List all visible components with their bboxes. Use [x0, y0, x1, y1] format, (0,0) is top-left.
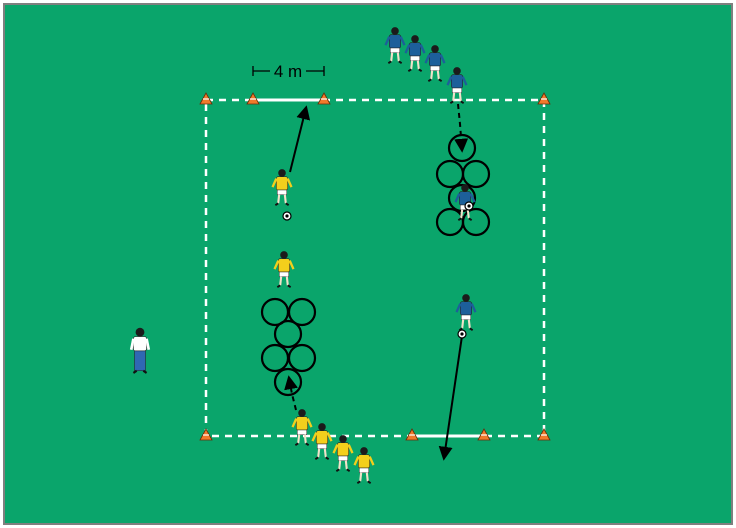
- ball-icon: [283, 212, 291, 220]
- ball-icon: [458, 330, 466, 338]
- pitch-area: [4, 4, 732, 524]
- ball-icon: [465, 202, 473, 210]
- distance-label: 4 m: [274, 62, 302, 81]
